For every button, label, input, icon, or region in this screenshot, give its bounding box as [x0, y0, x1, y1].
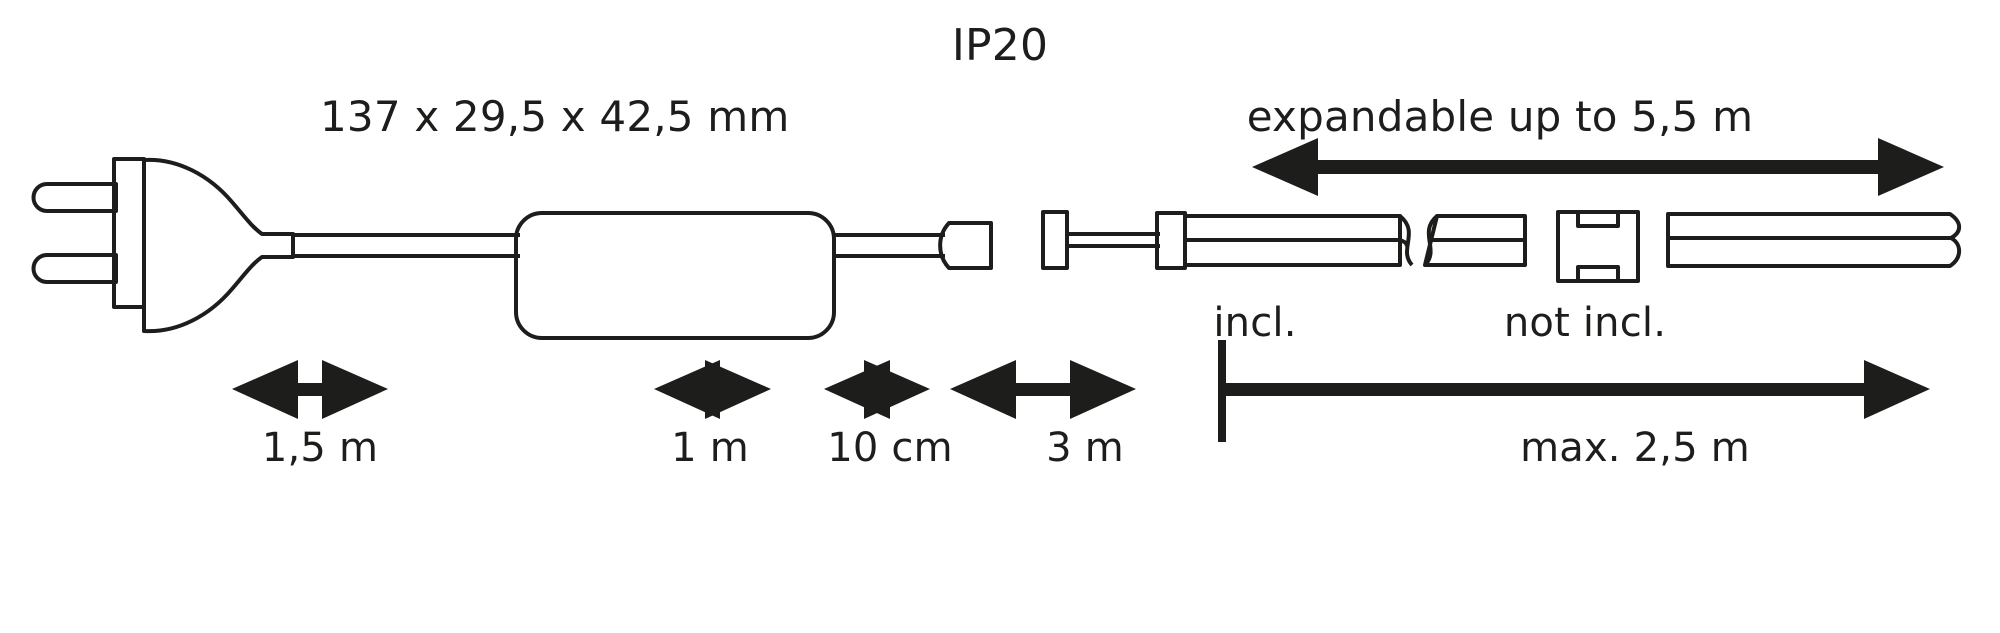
output-connector — [938, 221, 993, 270]
arrow-mains-cable — [232, 360, 388, 419]
expandable-label: expandable up to 5,5 m — [1246, 92, 1754, 141]
plug-pin-upper — [31, 182, 118, 213]
driver-box — [514, 211, 836, 340]
plug-pin-lower — [31, 253, 118, 284]
dimension-label-extension-strip: max. 2,5 m — [1520, 425, 1750, 471]
strip-coupler-body — [1556, 210, 1640, 283]
dimension-label-output-cable: 1 m — [671, 425, 749, 471]
strip-break-left — [1398, 214, 1414, 267]
strip-coupler-notch-top — [1576, 210, 1620, 228]
arrow-extension-strip — [1218, 340, 1930, 442]
dimension-label-mains-cable: 1,5 m — [261, 425, 379, 471]
included-label: incl. — [1213, 300, 1297, 346]
strip-socket — [1041, 210, 1069, 270]
led-strip-segment-a — [1183, 214, 1402, 267]
strip-coupler-notch-bottom — [1576, 265, 1620, 283]
plug-body — [142, 157, 295, 334]
plug-collar — [112, 157, 146, 309]
arrow-output-cable — [654, 360, 771, 419]
arrow-feed-cable — [824, 360, 930, 419]
dimension-label-feed-cable: 10 cm — [827, 425, 953, 471]
led-strip-segment-b — [1423, 214, 1527, 267]
not-included-label: not incl. — [1503, 300, 1667, 346]
ip-rating-label: IP20 — [951, 20, 1049, 71]
arrow-led-strip — [950, 360, 1136, 419]
driver-dimensions-label: 137 x 29,5 x 42,5 mm — [320, 92, 790, 141]
strip-start-cap — [1155, 211, 1187, 270]
arrow-expandable — [1252, 138, 1944, 196]
strip-break-left-mid — [1399, 238, 1410, 248]
dimension-label-led-strip: 3 m — [1046, 425, 1124, 471]
extension-strip-body — [1666, 212, 1962, 268]
